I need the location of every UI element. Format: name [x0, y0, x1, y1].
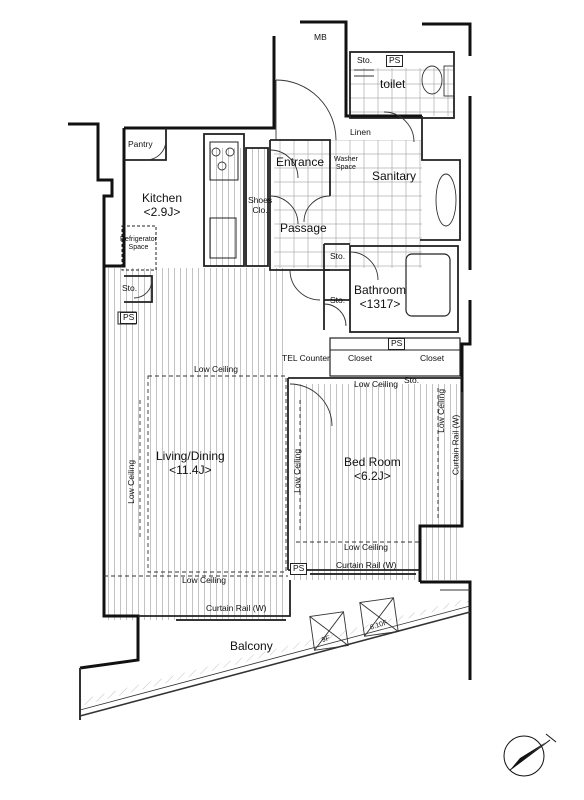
sto-bath-label: Sto. [330, 251, 346, 261]
north-arrow-icon [503, 733, 557, 777]
kitchen-name: Kitchen [142, 191, 183, 205]
pantry-label: Pantry [128, 139, 153, 149]
living-floor [104, 268, 288, 620]
shoes-closet-label: Shoes Clo. [248, 195, 273, 216]
low-ceiling-bed-right: Low Ceiling [436, 388, 447, 433]
bathroom-label: Bathroom <1317> [354, 283, 407, 312]
linen-label: Linen [350, 127, 371, 137]
bedroom-floor [290, 384, 460, 580]
sto-passage-label: Sto. [330, 295, 346, 305]
sto-toilet-label: Sto. [357, 55, 373, 65]
refrigerator-line1: Refrigerator [120, 236, 157, 243]
kitchen-size: <2.9J> [143, 204, 181, 219]
floor-fills [80, 68, 470, 706]
bed-room-name: Bed Room [344, 455, 401, 469]
ps-kitchen-label: PS [120, 312, 138, 324]
ps-toilet-label: PS [386, 55, 404, 67]
toilet-floor [350, 68, 454, 116]
low-ceiling-bed-top: Low Ceiling [354, 379, 398, 389]
details [79, 65, 471, 720]
curtain-rail-bed-right: Curtain Rail (W) [450, 414, 461, 476]
mb-label: MB [314, 32, 327, 42]
living-dining-label: Living/Dining <11.4J> [156, 449, 225, 478]
refrigerator-line2: Space [128, 244, 149, 252]
passage-label: Passage [280, 221, 327, 235]
closet-right-label: Closet [420, 353, 445, 363]
curtain-rail-bed-bottom: Curtain Rail (W) [336, 560, 397, 570]
bed-room-label: Bed Room <6.2J> [344, 455, 401, 484]
tel-counter-label: TEL Counter [282, 353, 330, 363]
low-ceiling-bed-bottom: Low Ceiling [344, 542, 388, 552]
walls [68, 20, 472, 680]
bathroom-name: Bathroom [354, 283, 407, 297]
sto-bedroom-label: Sto. [404, 375, 420, 385]
ps-bedroom-label: PS [290, 563, 308, 575]
shoes-line2: Clo. [252, 204, 268, 215]
low-ceiling-living-bottom: Low Ceiling [182, 575, 226, 585]
living-dining-size: <11.4J> [169, 462, 212, 477]
washer-line1: Washer [334, 156, 358, 163]
low-ceiling-bed-left: Low Ceiling [292, 448, 303, 493]
closet-left-label: Closet [348, 353, 373, 363]
sanitary-label: Sanitary [372, 169, 417, 183]
bathroom-size: <1317> [359, 296, 401, 311]
balcony-label: Balcony [230, 639, 273, 653]
kitchen-label: Kitchen <2.9J> [142, 191, 183, 220]
toilet-label: toilet [380, 77, 406, 91]
low-ceiling-living-left: Low Ceiling [126, 459, 137, 504]
shoes-line1: Shoes [248, 195, 273, 205]
bed-room-size: <6.2J> [354, 468, 391, 483]
ps-closet-label: PS [388, 338, 406, 350]
refrigerator-space-label: Refrigerator Space [120, 236, 157, 252]
entrance-label: Entrance [276, 155, 325, 169]
curtain-rail-living-bottom: Curtain Rail (W) [206, 603, 267, 613]
low-ceiling-living-top: Low Ceiling [194, 364, 238, 374]
washer-line2: Space [336, 164, 356, 172]
washer-space-label: Washer Space [334, 156, 358, 172]
sto-kitchen-label: Sto. [122, 283, 138, 293]
living-dining-name: Living/Dining [156, 449, 225, 463]
